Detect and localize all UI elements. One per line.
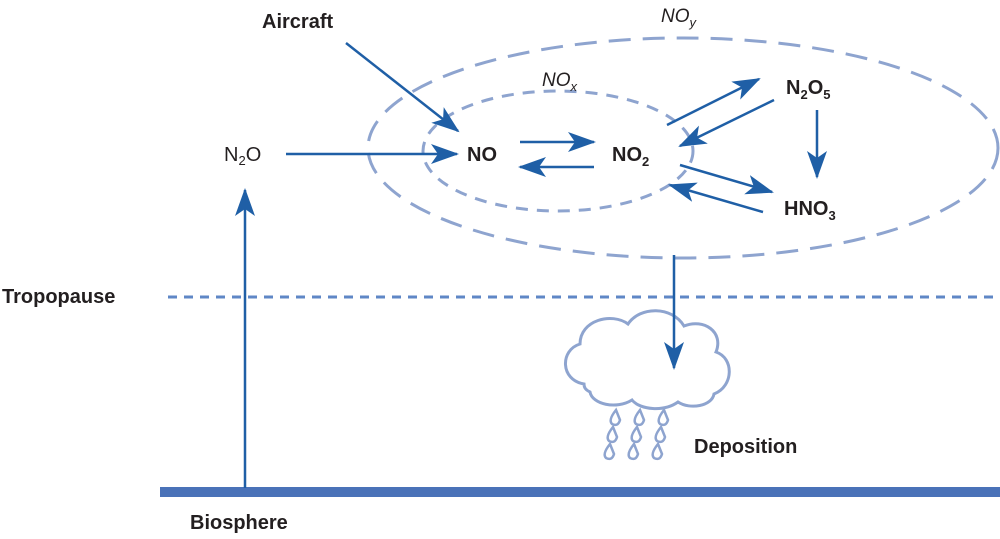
- label-no2: NO2: [612, 144, 649, 169]
- arrow-hno3-to-no2: [668, 182, 764, 214]
- biosphere-ground: [160, 487, 1000, 497]
- label-n2o: N2O: [224, 144, 261, 168]
- label-noy: NOy: [661, 6, 698, 30]
- label-tropopause: Tropopause: [2, 286, 115, 308]
- arrow-no2-to-hno3: [679, 163, 774, 195]
- noy-ellipse: [366, 36, 1000, 260]
- label-aircraft: Aircraft: [262, 11, 333, 33]
- label-hno3: HNO3: [784, 198, 836, 223]
- nox-ellipse: [421, 89, 695, 213]
- label-biosphere: Biosphere: [190, 512, 288, 534]
- arrow-n2o5-to-no2: [678, 98, 775, 148]
- arrow-no2-to-n2o5: [666, 77, 761, 127]
- label-no: NO: [467, 144, 497, 166]
- label-n2o5: N2O5: [786, 77, 830, 102]
- label-deposition: Deposition: [694, 436, 797, 458]
- arrow-aircraft-to-no: [345, 42, 460, 133]
- rain-drops-icon: [603, 407, 670, 461]
- label-nox: NOx: [542, 70, 578, 94]
- cloud-icon: [564, 309, 731, 410]
